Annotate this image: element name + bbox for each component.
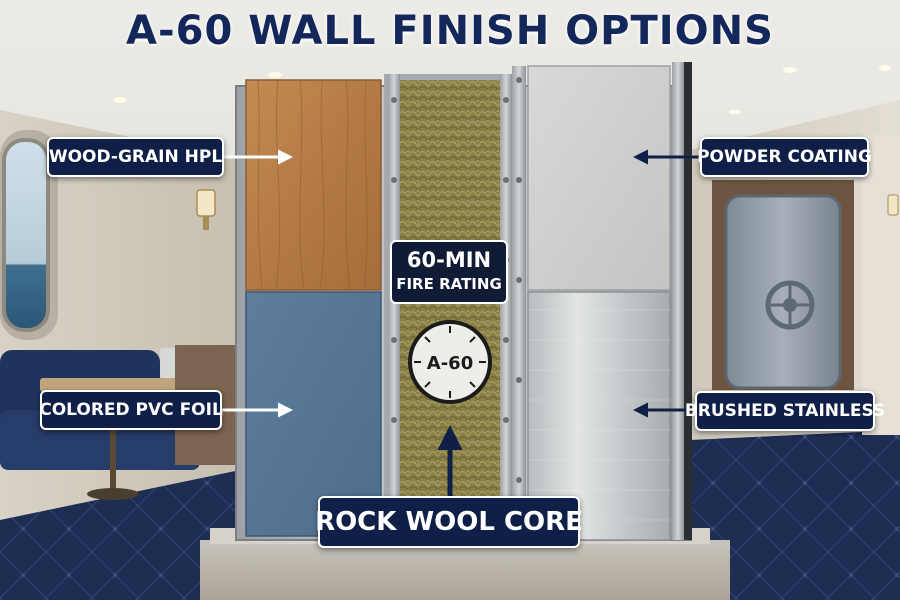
a60-badge-label: A-60 [427, 353, 473, 374]
callout-powder-coating: POWDER COATING [697, 137, 872, 177]
callout-colored-pvc-foil: COLORED PVC FOIL [39, 390, 223, 430]
fire-rating-line1: 60-MIN [406, 248, 492, 272]
callout-rock-wool-core: ROCK WOOL CORE [315, 496, 583, 548]
a60-badge: A-60 [408, 320, 492, 404]
callout-wood-grain-hpl: WOOD-GRAIN HPL [47, 137, 224, 177]
page-title: A-60 WALL FINISH OPTIONS [126, 8, 774, 54]
callout-brushed-stainless: BRUSHED STAINLESS [685, 391, 885, 431]
fire-rating-line2: FIRE RATING [396, 275, 502, 293]
fire-rating-badge: 60-MIN FIRE RATING [390, 240, 508, 304]
